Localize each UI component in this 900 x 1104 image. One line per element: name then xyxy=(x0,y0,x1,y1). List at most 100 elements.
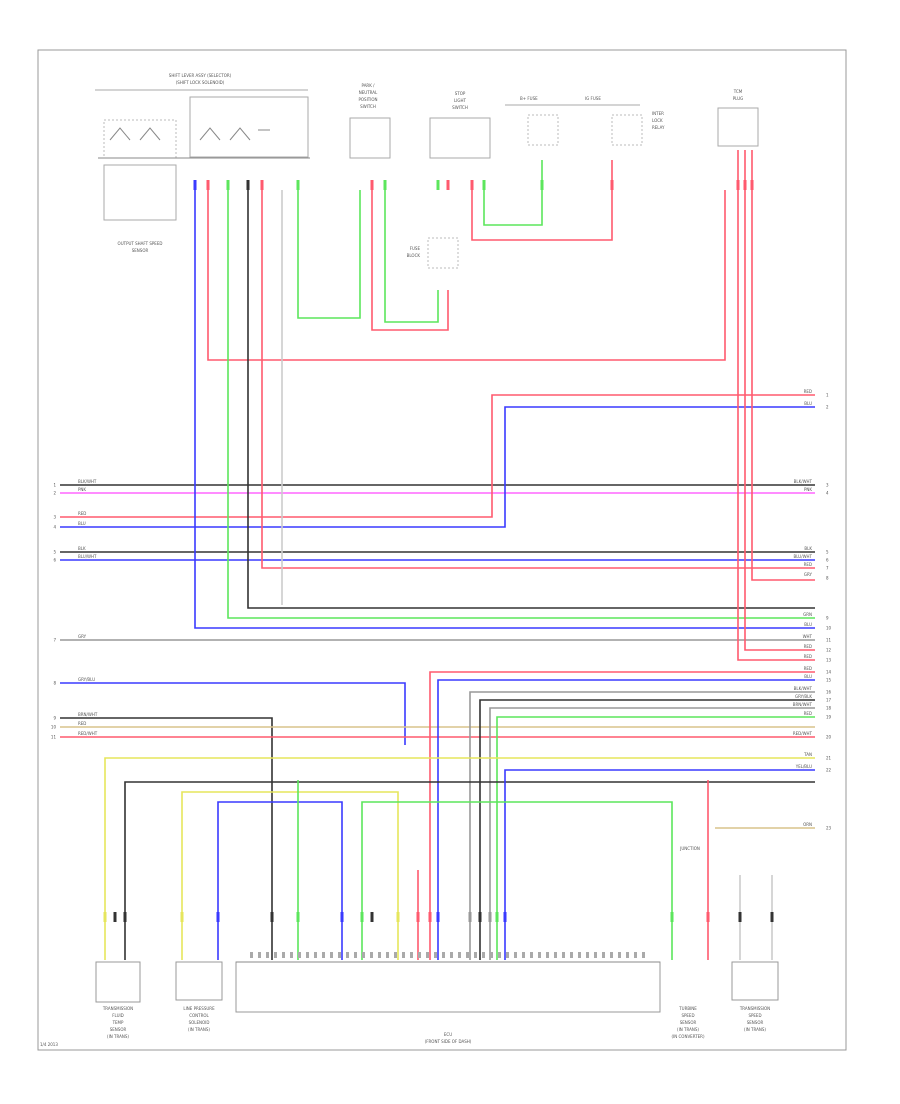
wire-red-tcm3 xyxy=(751,150,815,581)
left-label-number: 10 xyxy=(51,725,57,730)
s3-l3: SENSOR xyxy=(680,1020,697,1025)
connector-pin xyxy=(470,180,474,190)
wire-blk-shift xyxy=(247,190,815,609)
right-label-text: RED xyxy=(804,562,812,567)
s1-l2: FLUID xyxy=(112,1013,124,1018)
connector-stubs xyxy=(103,180,774,958)
connector-pin xyxy=(540,180,544,190)
right-label-text: BLK/WHT xyxy=(794,479,813,484)
ecu-pin xyxy=(602,952,605,958)
left-label-number: 7 xyxy=(53,638,56,643)
footer-code: 1/4 2013 xyxy=(40,1042,58,1047)
ecu-pin xyxy=(458,952,461,958)
right-label-number: 4 xyxy=(826,491,829,496)
right-label-number: 22 xyxy=(826,768,832,773)
right-label-text: WHT xyxy=(803,634,813,639)
connector-pin xyxy=(446,180,450,190)
left-label-number: 5 xyxy=(53,550,56,555)
diagram-frame xyxy=(37,49,847,1051)
wire-red-shift xyxy=(261,190,815,569)
ecu-pin xyxy=(362,952,365,958)
wire-blu-ecu1 xyxy=(437,679,815,960)
connector-pin xyxy=(495,912,499,922)
right-label-number: 16 xyxy=(826,690,832,695)
ecu-pin xyxy=(522,952,525,958)
left-label-text: BLK xyxy=(78,546,86,551)
right-label-text: GRY/BLK xyxy=(795,694,812,699)
wire-grn-loop xyxy=(361,801,673,960)
connector-pin xyxy=(260,180,264,190)
connector-pin xyxy=(193,180,197,190)
wire-red-pn xyxy=(371,190,449,331)
wire-blu-sensor xyxy=(504,769,815,960)
right-label-number: 18 xyxy=(826,706,832,711)
right-label-number: 3 xyxy=(826,483,829,488)
connector-pin xyxy=(216,912,220,922)
connector-pin xyxy=(246,180,250,190)
wire-grn-relay xyxy=(483,160,543,226)
fuse-block: FUSE BLOCK xyxy=(407,237,459,269)
wire-blu-sensor2 xyxy=(217,801,343,960)
shift-lever-caption-1: OUTPUT SHAFT SPEED xyxy=(118,241,163,246)
s1-l1: TRANSMISSION xyxy=(102,1006,133,1011)
right-label-number: 17 xyxy=(826,698,832,703)
shift-lever-label-2: (SHIFT LOCK SOLENOID) xyxy=(176,80,225,85)
left-label-number: 8 xyxy=(53,681,56,686)
left-label-number: 2 xyxy=(53,491,56,496)
left-label-text: RED xyxy=(78,721,86,726)
connector-pin xyxy=(180,912,184,922)
right-label-text: RED xyxy=(804,654,812,659)
pn-label-2: NEUTRAL xyxy=(359,90,378,95)
shift-lever-assembly: SHIFT LEVER ASSY (SELECTOR) (SHIFT LOCK … xyxy=(95,73,310,253)
wire-red-relay xyxy=(471,160,613,241)
right-label-number: 8 xyxy=(826,576,829,581)
right-label-text: RED xyxy=(804,644,812,649)
pn-label-1: PARK / xyxy=(362,83,376,88)
right-label-text: BRN/WHT xyxy=(793,702,813,707)
wire-gry-ecu2 xyxy=(489,707,815,960)
wire-grn-pn2 xyxy=(384,190,439,323)
s2-l4: (IN TRANS) xyxy=(188,1027,210,1032)
sensor-trans-speed: TRANSMISSION SPEED SENSOR (IN TRANS) xyxy=(731,961,779,1032)
wire-grn-shift xyxy=(227,190,815,619)
wire-gry-ecu1 xyxy=(469,691,815,960)
right-label-number: 13 xyxy=(826,658,832,663)
connector-pin xyxy=(706,912,710,922)
wire-grn-pn xyxy=(297,190,361,319)
wire-layer xyxy=(60,150,815,960)
right-label-number: 10 xyxy=(826,626,832,631)
right-label-text: GRY xyxy=(804,572,813,577)
ecu-pin xyxy=(642,952,645,958)
right-label-number: 7 xyxy=(826,566,829,571)
jc-l1: JUNCTION xyxy=(679,846,700,851)
left-label-text: BLU/WHT xyxy=(78,554,97,559)
ecu-pin xyxy=(338,952,341,958)
right-label-text: PNK xyxy=(804,487,812,492)
relay-block: B+ FUSE IG FUSE INTER LOCK RELAY xyxy=(505,96,665,146)
ecu-label-2: (FRONT SIDE OF DASH) xyxy=(425,1039,472,1044)
pn-label-3: POSITION xyxy=(358,97,377,102)
s3-l5: (IN CONVERTER) xyxy=(672,1034,705,1039)
s1-l4: SENSOR xyxy=(110,1027,127,1032)
ecu-pin xyxy=(634,952,637,958)
ecu-pin xyxy=(322,952,325,958)
connector-pin xyxy=(226,180,230,190)
connector-pin xyxy=(610,180,614,190)
connector-pin xyxy=(482,180,486,190)
ecu-pin xyxy=(354,952,357,958)
right-label-number: 6 xyxy=(826,558,829,563)
ecu-pin xyxy=(370,952,373,958)
ecu-pin xyxy=(346,952,349,958)
right-label-number: 5 xyxy=(826,550,829,555)
right-label-number: 1 xyxy=(826,393,829,398)
connector-pin xyxy=(503,912,507,922)
ecu-pin xyxy=(282,952,285,958)
wire-blu-top xyxy=(60,406,815,528)
connector-pin xyxy=(103,912,107,922)
connector-pin xyxy=(770,912,774,922)
ecu-pin xyxy=(442,952,445,958)
left-label-text: BLK/WHT xyxy=(78,479,97,484)
right-label-text: BLU/WHT xyxy=(794,554,813,559)
